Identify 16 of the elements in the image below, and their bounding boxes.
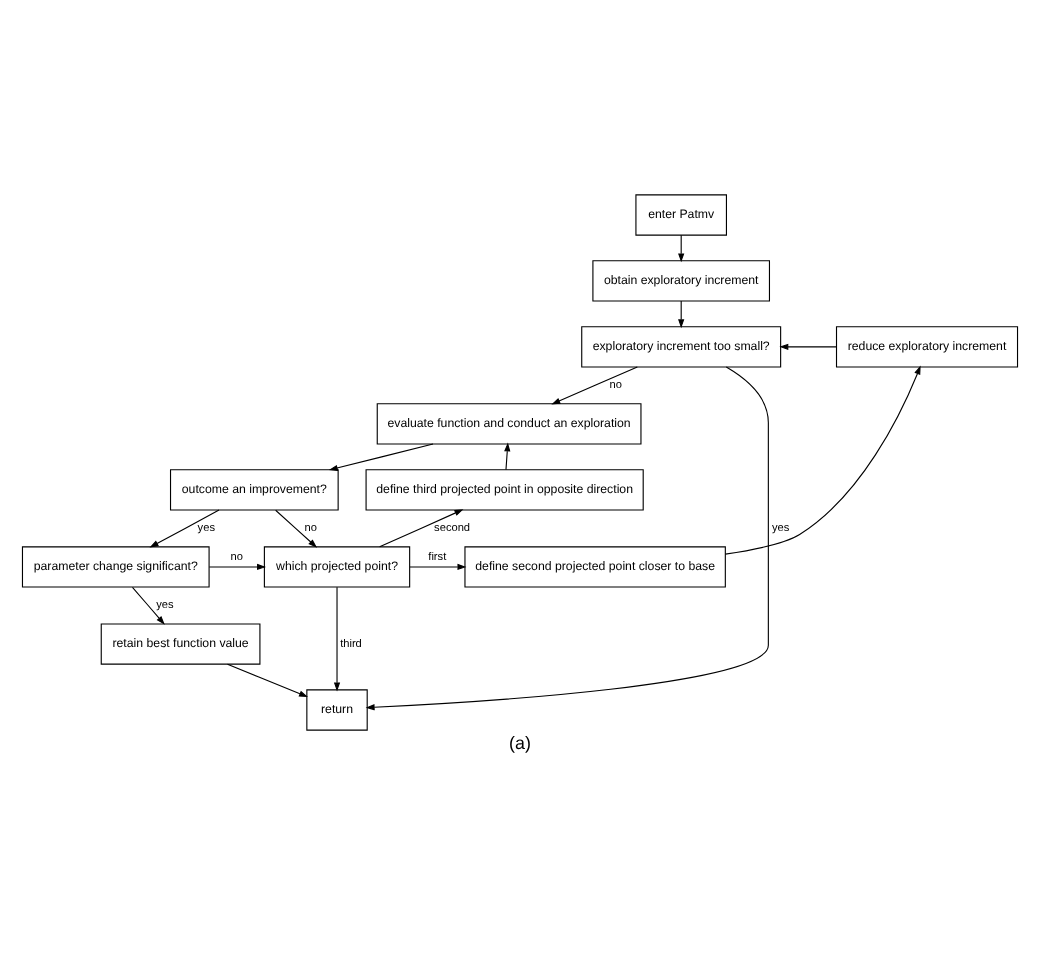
- arrow: [332, 586, 340, 692]
- arrow: [364, 366, 768, 711]
- arrow: [503, 442, 510, 471]
- arrow: [550, 366, 637, 405]
- arrow: [778, 343, 836, 350]
- arrow: [723, 365, 920, 555]
- arrow: [408, 563, 466, 571]
- arrow: [274, 509, 317, 548]
- arrow: [207, 563, 265, 571]
- arrow: [378, 509, 463, 548]
- arrow: [677, 300, 684, 329]
- arrow: [148, 509, 219, 548]
- arrow: [225, 663, 307, 698]
- arrow: [130, 586, 164, 625]
- caption: (a): [508, 732, 530, 753]
- arrow: [677, 234, 684, 263]
